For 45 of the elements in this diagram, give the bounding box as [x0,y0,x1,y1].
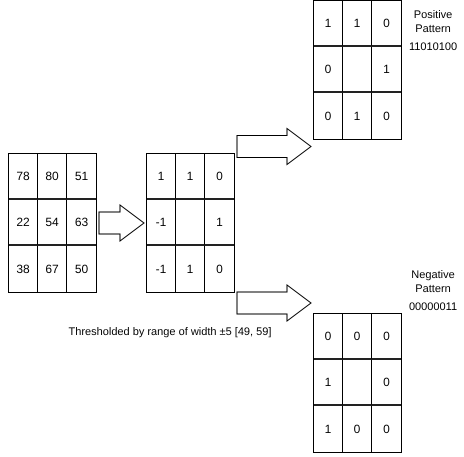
grid-cell: 1 [147,154,176,200]
grid-cell: 1 [343,1,372,47]
grid-cell: -1 [147,200,176,246]
caption-text: Thresholded by range of width ±5 [49, 59] [68,325,272,340]
grid-cell: 1 [176,246,205,292]
grid-cell: 1 [314,406,343,452]
grid-cell: -1 [147,246,176,292]
grid-cell: 0 [314,93,343,139]
number-grid [313,0,402,140]
grid-cell: 80 [38,154,67,200]
grid-cell: 0 [314,47,343,93]
grid-cell: 0 [343,314,372,360]
grid-cell: 67 [38,246,67,292]
grid-cell: 22 [9,200,38,246]
pattern-code: 00000011 [408,300,458,314]
block-arrow [98,204,145,242]
grid-cell: 38 [9,246,38,292]
grid-cell-text: 0 [215,261,224,278]
grid-cell: 0 [343,406,372,452]
number-grid [313,313,402,453]
grid-cell: 0 [372,1,401,47]
grid-cell: 1 [343,93,372,139]
block-arrow [236,128,312,166]
grid-cell: 1 [314,360,343,406]
grid-cell-text: 0 [382,108,391,125]
grid-cell: 0 [314,314,343,360]
grid-cell: 51 [67,154,96,200]
block-arrow [236,284,312,322]
pattern-label: Negative Pattern [410,268,456,296]
grid-cell: 78 [9,154,38,200]
grid-cell: 54 [38,200,67,246]
number-grid [8,153,97,293]
grid-cell: 1 [314,1,343,47]
grid-cell: 0 [372,314,401,360]
pattern-label: Positive Pattern [412,8,454,36]
number-grid [146,153,235,293]
grid-cell: 0 [372,360,401,406]
grid-cell: 1 [372,47,401,93]
grid-cell: 63 [67,200,96,246]
grid-cell: 1 [205,200,234,246]
grid-cell: 1 [176,154,205,200]
grid-cell-text: 0 [382,421,391,438]
grid-cell-text: 50 [74,261,90,278]
pattern-code: 11010100 [408,40,458,54]
grid-cell: 0 [205,154,234,200]
